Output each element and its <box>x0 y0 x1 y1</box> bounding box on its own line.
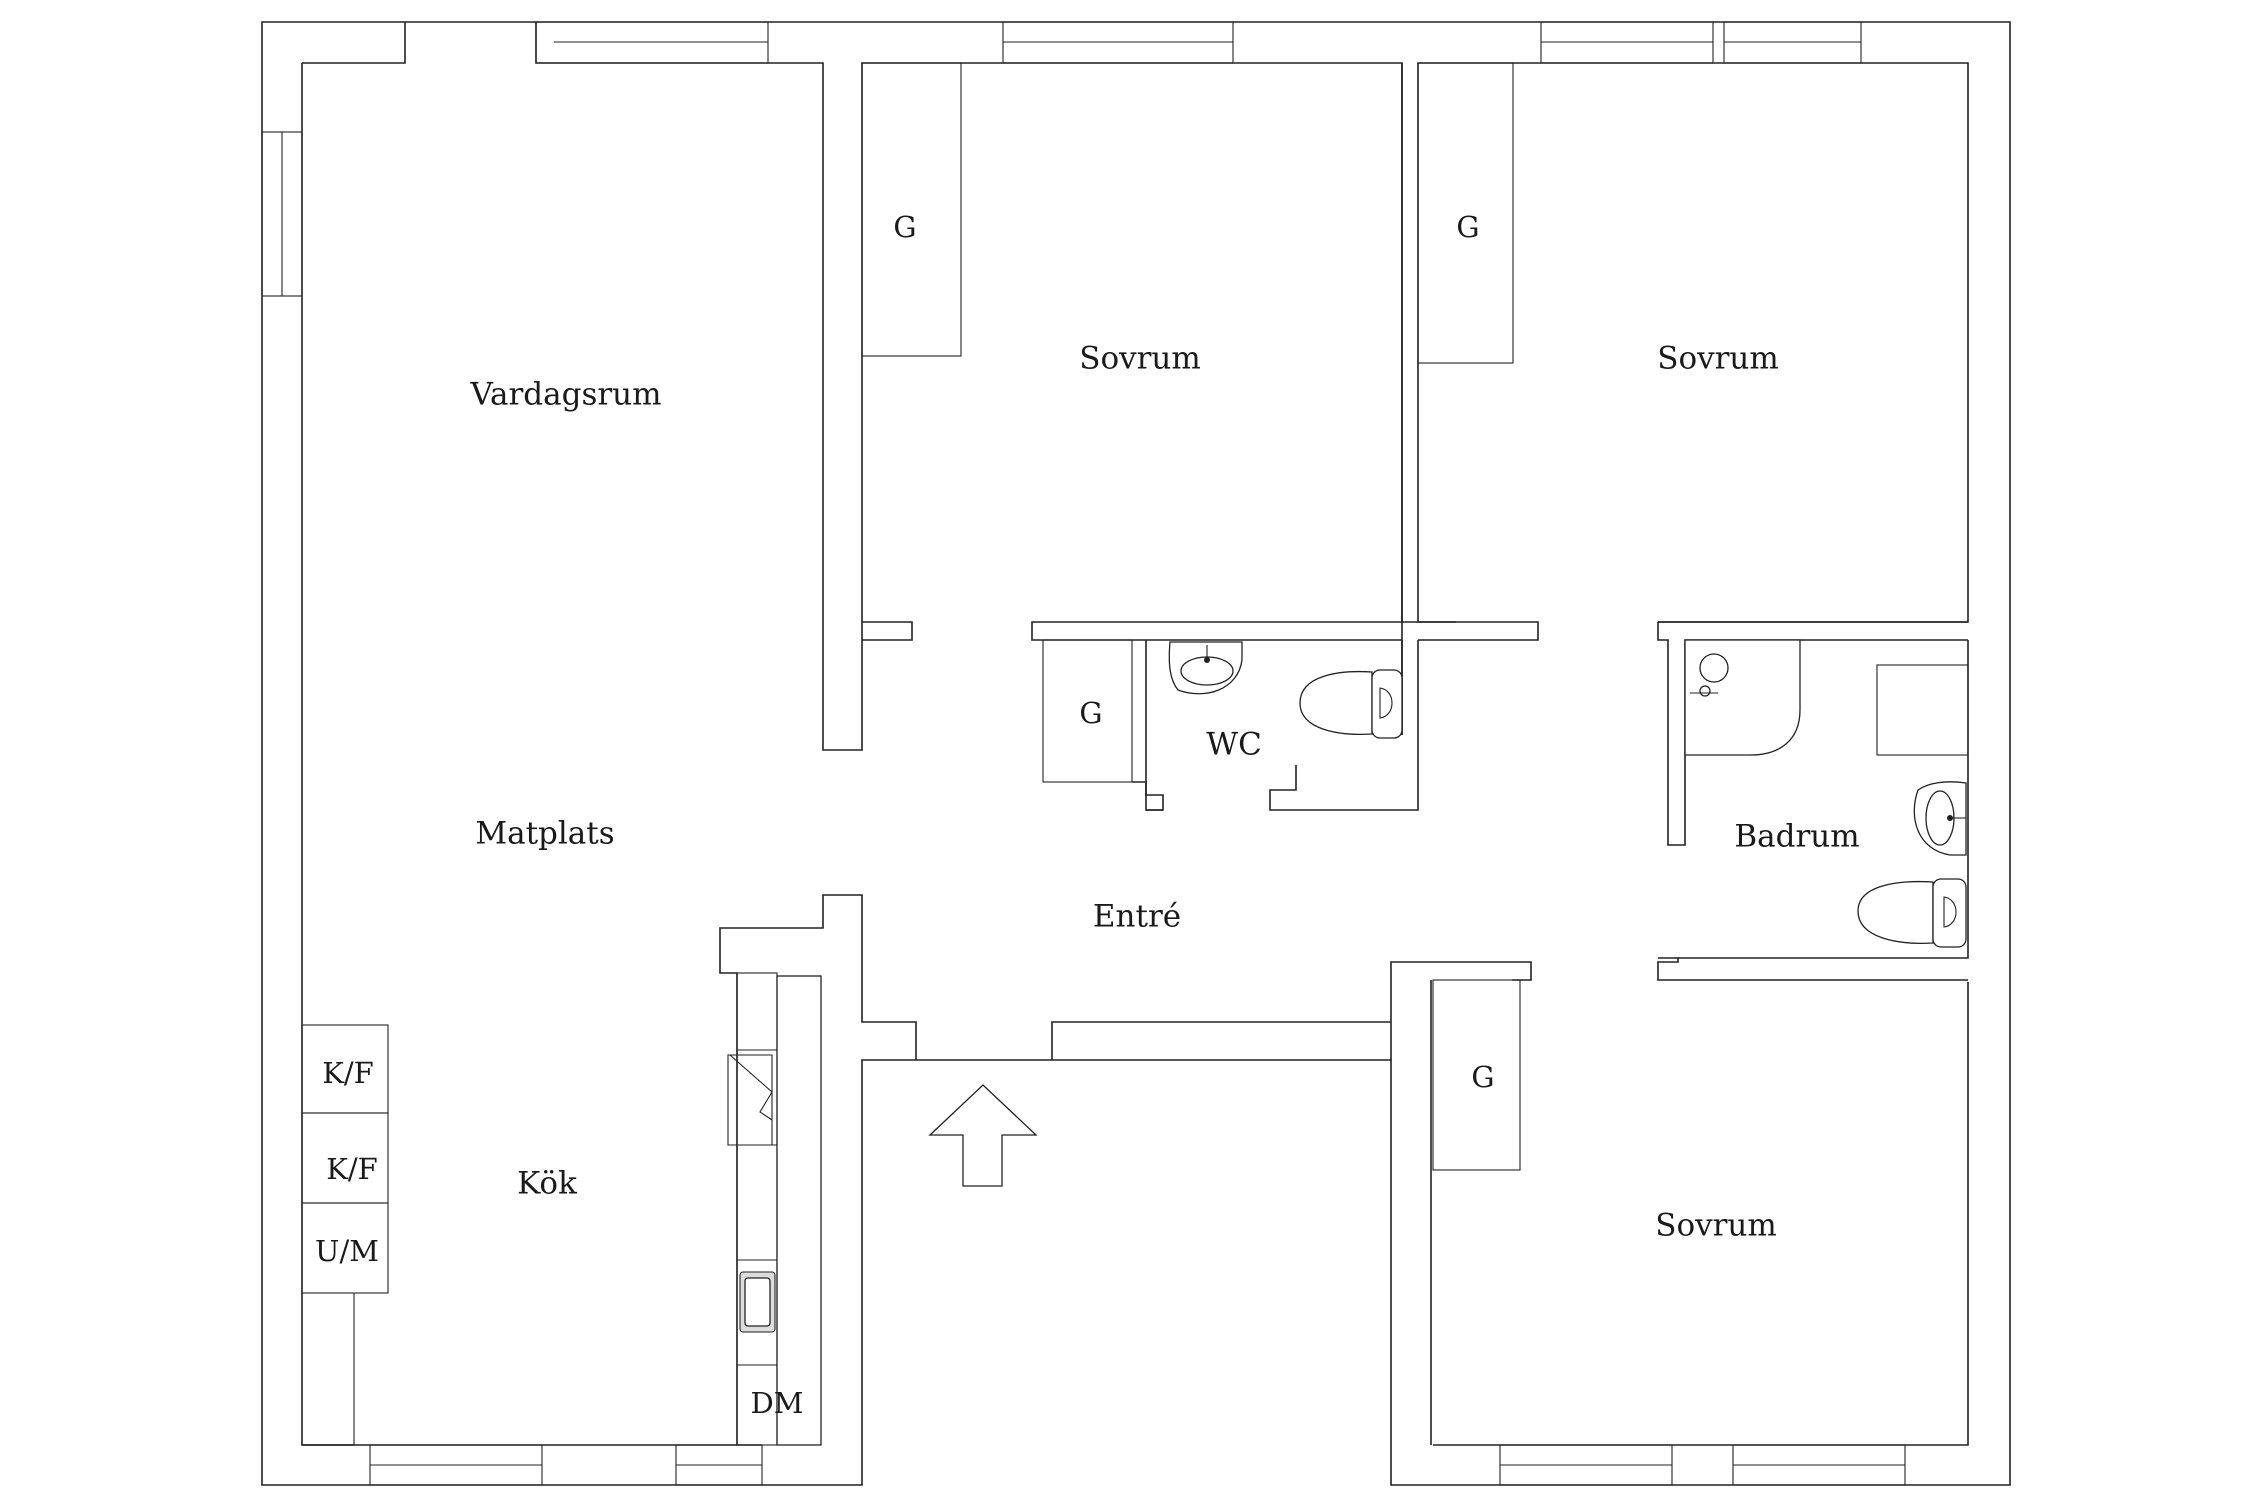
room-label-sovrum-3: Sovrum <box>1655 1208 1777 1244</box>
appliance-label-kf-1: K/F <box>322 1056 374 1090</box>
closet-label-sovrum-3: G <box>1471 1060 1494 1094</box>
room-label-wc: WC <box>1206 727 1262 763</box>
closet-label-sovrum-2: G <box>1456 210 1479 244</box>
closet-label-hall: G <box>1079 696 1102 730</box>
toilet-icon-badrum <box>1857 878 1967 948</box>
appliance-label-um: U/M <box>315 1234 379 1268</box>
room-label-sovrum-2: Sovrum <box>1657 341 1779 377</box>
toilet-icon <box>1299 669 1403 739</box>
closet-hall <box>1042 639 1133 783</box>
washing-machine <box>1876 664 1969 756</box>
stove-icon <box>727 1054 773 1146</box>
outer-walls <box>261 21 2011 1486</box>
room-label-sovrum-1: Sovrum <box>1079 341 1201 377</box>
room-label-matplats: Matplats <box>475 816 614 852</box>
kitchen-appliances <box>301 1024 389 1445</box>
closet-sovrum-3 <box>1432 979 1521 1171</box>
kitchen-counter <box>736 972 778 1446</box>
room-label-entre: Entré <box>1093 899 1181 935</box>
closet-label-sovrum-1: G <box>893 210 916 244</box>
kitchen-upper-cabinet <box>776 975 822 1446</box>
entrance-arrow-icon <box>928 1084 1038 1187</box>
room-label-kok: Kök <box>517 1166 577 1202</box>
interior-walls <box>719 63 1969 1446</box>
washbasin-icon <box>1168 641 1243 695</box>
room-label-badrum: Badrum <box>1734 819 1859 855</box>
sink-icon <box>739 1271 776 1333</box>
appliance-label-dm: DM <box>751 1386 804 1420</box>
oven-microwave <box>301 1202 389 1294</box>
room-label-vardagsrum: Vardagsrum <box>469 377 661 413</box>
washbasin-icon-badrum <box>1913 781 1967 856</box>
appliance-label-kf-2: K/F <box>326 1152 378 1186</box>
shower-icon <box>1684 639 1801 756</box>
closet-sovrum-1 <box>861 62 962 357</box>
closet-sovrum-2 <box>1417 62 1514 364</box>
